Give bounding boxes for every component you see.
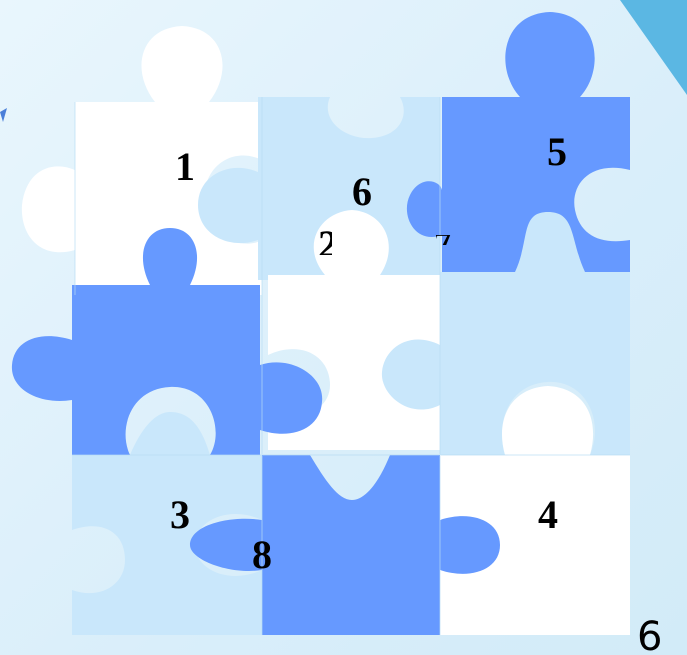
piece-label-1: 1 (175, 144, 195, 189)
piece-label-5: 5 (547, 129, 567, 174)
corner-accent-shape (620, 0, 687, 95)
piece-label-3: 3 (170, 492, 190, 537)
left-edge-mark (0, 108, 7, 122)
piece-label-6: 6 (352, 169, 372, 214)
piece-label-8: 8 (252, 532, 272, 577)
page-number: 6 (637, 614, 662, 655)
piece-label-4: 4 (538, 492, 558, 537)
puzzle-piece-1 (22, 26, 262, 295)
